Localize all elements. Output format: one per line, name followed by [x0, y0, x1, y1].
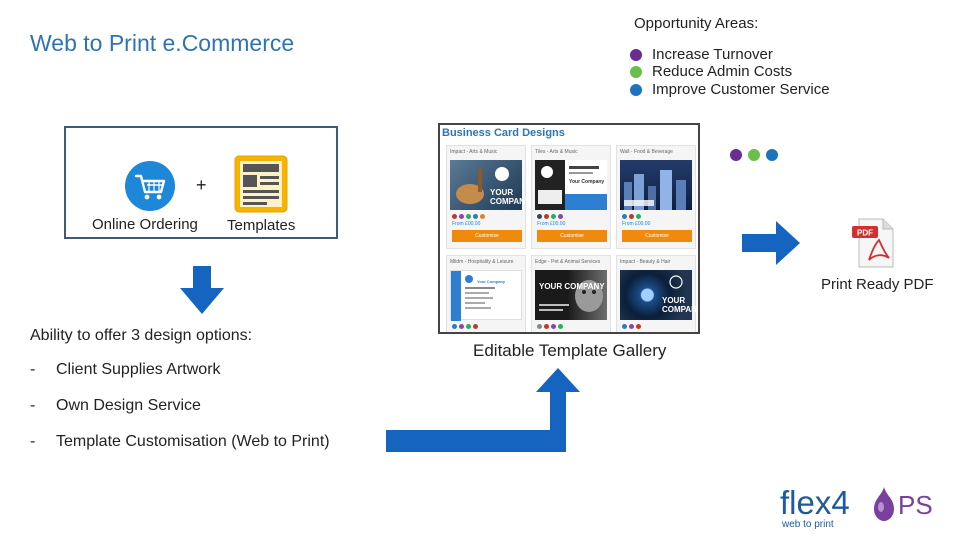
color-swatches	[452, 324, 478, 329]
down-arrow-icon	[180, 266, 224, 314]
white-card: Your Company	[450, 270, 522, 321]
template-card[interactable]: Impact - Beauty & Hair YOUR COMPANY	[616, 255, 698, 332]
opportunity-title: Opportunity Areas:	[634, 15, 759, 32]
template-card[interactable]: Wall - Food & Beverage From £00.00 Custo…	[616, 145, 696, 249]
right-arrow-icon	[742, 221, 800, 265]
templates-label: Templates	[227, 217, 296, 234]
color-swatches	[622, 214, 641, 219]
colored-dots-icon	[730, 149, 778, 161]
option-item: -Template Customisation (Web to Print)	[30, 433, 330, 450]
cat-photo: YOUR COMPANY	[535, 270, 607, 320]
online-ordering-label: Online Ordering	[92, 216, 198, 233]
customise-button[interactable]: Customise	[452, 230, 522, 242]
elbow-arrow-icon	[386, 368, 580, 452]
logo-brand: flex4	[780, 484, 850, 521]
opportunity-label: Improve Customer Service	[652, 81, 830, 98]
template-card[interactable]: Mildm - Hospitality & Leisure Your Compa…	[446, 255, 526, 332]
color-swatches	[622, 324, 641, 329]
opportunity-label: Reduce Admin Costs	[652, 63, 793, 80]
blue-dot-icon	[630, 83, 642, 96]
opportunity-label: Increase Turnover	[652, 46, 773, 63]
print-ready-pdf-label: Print Ready PDF	[821, 276, 934, 293]
template-card[interactable]: Edge - Pet & Animal Services YOUR COMPAN…	[531, 255, 611, 332]
plus-sign: +	[196, 175, 207, 195]
logo-suffix: PS	[898, 490, 933, 520]
options-heading: Ability to offer 3 design options:	[30, 327, 253, 344]
template-document-icon	[234, 155, 288, 213]
city-photo	[620, 160, 692, 210]
purple-dot-icon	[630, 48, 642, 61]
option-item: -Own Design Service	[30, 397, 201, 414]
pdf-icon-text: PDF	[857, 229, 873, 238]
shopping-cart-icon	[125, 161, 175, 211]
piano-photo: Your Company	[535, 160, 607, 210]
page-title: Web to Print e.Commerce	[30, 30, 295, 56]
eye-photo: YOUR COMPANY	[620, 270, 698, 320]
opportunity-item: Reduce Admin Costs	[630, 63, 792, 80]
template-card[interactable]: Tiles - Arts & Music Your Company From £…	[531, 145, 611, 249]
logo-tagline: web to print	[781, 519, 834, 530]
option-item: -Client Supplies Artwork	[30, 361, 221, 378]
color-swatches	[537, 214, 563, 219]
flex4ops-logo: flex4 PS web to print	[778, 483, 938, 531]
guitar-photo: YOUR COMPANY	[450, 160, 530, 210]
template-card[interactable]: Impact - Arts & Music YOUR COMPANY From …	[446, 145, 530, 249]
customise-button[interactable]: Customise	[622, 230, 692, 242]
color-swatches	[537, 324, 563, 329]
ordering-box	[64, 126, 338, 239]
opportunity-item: Improve Customer Service	[630, 81, 830, 98]
gallery-label: Editable Template Gallery	[473, 341, 667, 360]
template-gallery-screenshot: Business Card Designs Impact - Arts & Mu…	[438, 123, 700, 334]
customise-button[interactable]: Customise	[537, 230, 607, 242]
green-dot-icon	[630, 65, 642, 78]
color-swatches	[452, 214, 485, 219]
gallery-title: Business Card Designs	[442, 127, 565, 139]
pdf-file-icon: PDF	[851, 218, 895, 268]
opportunity-item: Increase Turnover	[630, 46, 773, 63]
